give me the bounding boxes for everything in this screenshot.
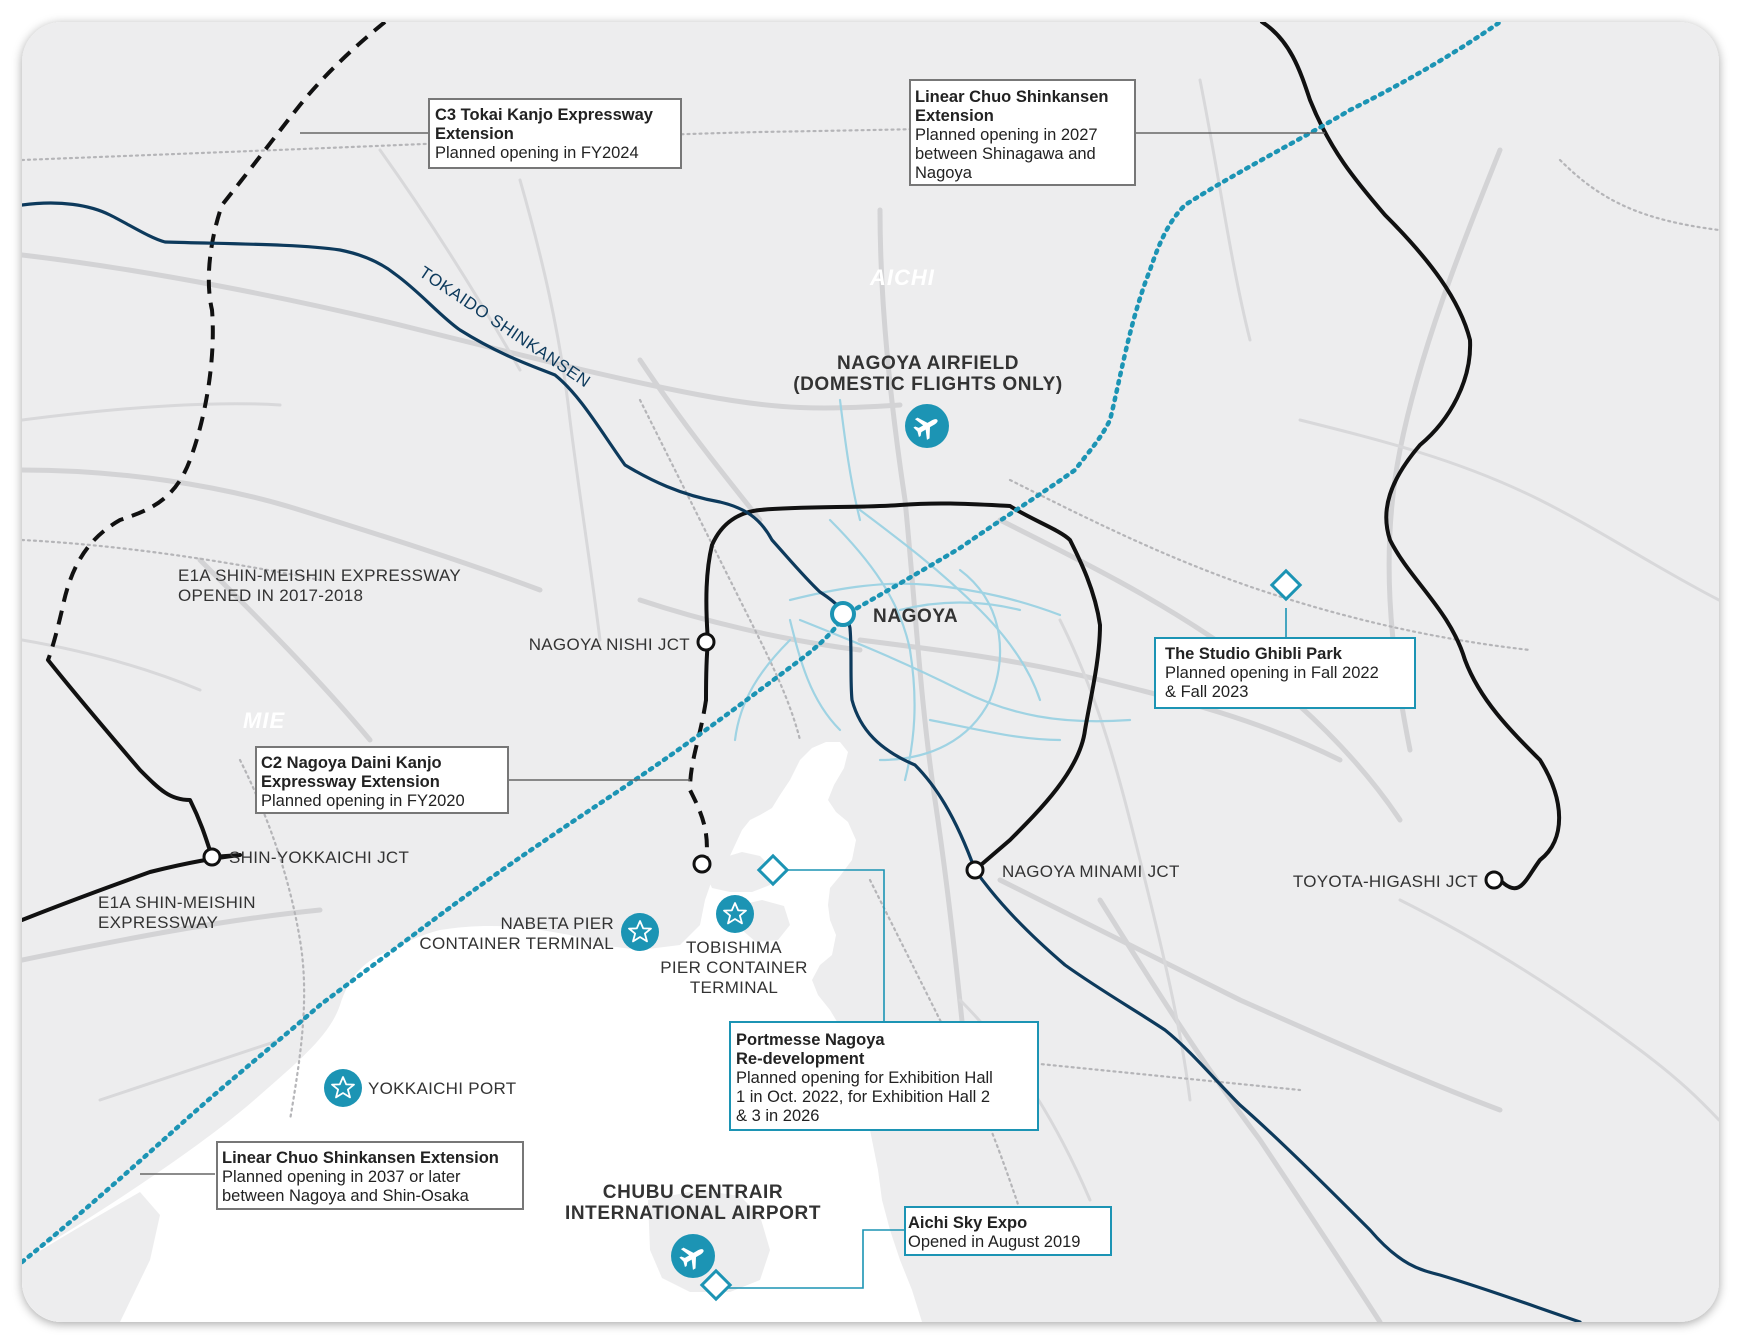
- callout-title: C2 Nagoya Daini Kanjo: [261, 754, 442, 772]
- c2-extension: [688, 699, 709, 861]
- callout-text: Planned opening in Fall 2022: [1165, 664, 1379, 682]
- tomei-expressway: [1260, 22, 1562, 891]
- callout-leaders: [140, 132, 1325, 1289]
- callout-portmesse[interactable]: Portmesse Nagoya Re-development Planned …: [729, 1021, 1039, 1131]
- port-island: [704, 852, 772, 892]
- city-subway-lines: [733, 398, 1132, 782]
- callout-title: Extension: [435, 125, 514, 143]
- airplane-icon[interactable]: [671, 1234, 715, 1278]
- nabeta-label-line2: CONTAINER TERMINAL: [419, 934, 614, 953]
- callout-text: 1 in Oct. 2022, for Exhibition Hall 2: [736, 1088, 990, 1106]
- diamond-markers: [699, 568, 1303, 1302]
- yokkaichi-port-label: YOKKAICHI PORT: [368, 1079, 516, 1098]
- nagoya-expressway-ring: [704, 501, 1102, 872]
- centrair-label-line2: INTERNATIONAL AIRPORT: [565, 1203, 821, 1224]
- e1a-opened-label-line2: OPENED IN 2017-2018: [178, 586, 363, 605]
- e1a-north-solid: [46, 658, 214, 859]
- nagoya-nishi-jct-marker[interactable]: [696, 632, 716, 652]
- junction-markers: [202, 632, 1504, 890]
- airfield-label-line2: (DOMESTIC FLIGHTS ONLY): [793, 374, 1063, 395]
- callout-text: between Shinagawa and: [915, 145, 1096, 163]
- shin-yokkaichi-jct-label: SHIN-YOKKAICHI JCT: [229, 848, 409, 867]
- callout-text: between Nagoya and Shin-Osaka: [222, 1187, 470, 1205]
- callout-sky-expo[interactable]: Aichi Sky Expo Opened in August 2019: [904, 1206, 1112, 1256]
- region-label-mie: MIE: [243, 708, 285, 733]
- callout-c2[interactable]: C2 Nagoya Daini Kanjo Expressway Extensi…: [255, 746, 509, 814]
- callout-title: Portmesse Nagoya: [736, 1031, 885, 1049]
- callout-c3[interactable]: C3 Tokai Kanjo Expressway Extension Plan…: [428, 98, 682, 169]
- toyota-higashi-jct-marker[interactable]: [1484, 870, 1504, 890]
- callout-text: & Fall 2023: [1165, 683, 1248, 701]
- region-label-aichi: AICHI: [869, 265, 935, 290]
- callout-title: Expressway Extension: [261, 773, 440, 791]
- callout-title: The Studio Ghibli Park: [1165, 645, 1343, 663]
- poi-icons: [324, 404, 949, 1278]
- callout-title: Extension: [915, 107, 994, 125]
- star-icon[interactable]: [324, 1069, 362, 1107]
- nagoya-minami-jct-marker[interactable]: [965, 860, 985, 880]
- e1a-opened-label-line1: E1A SHIN-MEISHIN EXPRESSWAY: [178, 566, 461, 585]
- callout-text: Planned opening in 2037 or later: [222, 1168, 461, 1186]
- airplane-icon[interactable]: [905, 404, 949, 448]
- diamond-marker-icon[interactable]: [1269, 568, 1303, 602]
- callout-linear-west[interactable]: Linear Chuo Shinkansen Extension Planned…: [216, 1141, 524, 1210]
- airfield-label-line1: NAGOYA AIRFIELD: [837, 353, 1019, 374]
- callout-ghibli[interactable]: The Studio Ghibli Park Planned opening i…: [1154, 637, 1416, 709]
- diamond-marker-icon[interactable]: [699, 1268, 733, 1302]
- place-labels: NAGOYA NAGOYA AIRFIELD (DOMESTIC FLIGHTS…: [98, 353, 1478, 1224]
- e1a-label-line2: EXPRESSWAY: [98, 913, 218, 932]
- nagoya-minami-jct-label: NAGOYA MINAMI JCT: [1002, 862, 1180, 881]
- shin-yokkaichi-jct-marker[interactable]: [202, 847, 222, 867]
- nabeta-label-line1: NABETA PIER: [500, 914, 614, 933]
- callout-text: Planned opening in FY2020: [261, 792, 465, 810]
- c2-end-jct-marker[interactable]: [692, 854, 712, 874]
- callout-title: Linear Chuo Shinkansen Extension: [222, 1149, 499, 1167]
- toyota-higashi-jct-label: TOYOTA-HIGASHI JCT: [1293, 872, 1478, 891]
- nagoya-nishi-jct-label: NAGOYA NISHI JCT: [529, 635, 690, 654]
- e1a-label-line1: E1A SHIN-MEISHIN: [98, 893, 256, 912]
- callout-title: Aichi Sky Expo: [908, 1214, 1027, 1232]
- expressway-network: [22, 22, 1562, 922]
- callout-title: Re-development: [736, 1050, 865, 1068]
- local-roads: [22, 78, 1719, 1202]
- callout-text: Planned opening in 2027: [915, 126, 1098, 144]
- diamond-marker-icon[interactable]: [756, 853, 790, 887]
- callout-text: Opened in August 2019: [908, 1233, 1080, 1251]
- c3-extension: [46, 22, 387, 661]
- tobishima-label-line2: PIER CONTAINER: [660, 958, 807, 977]
- callout-title: Linear Chuo Shinkansen: [915, 88, 1108, 106]
- callout-title: C3 Tokai Kanjo Expressway: [435, 106, 654, 124]
- tobishima-label-line3: TERMINAL: [690, 978, 778, 997]
- callout-text: Planned opening in FY2024: [435, 144, 639, 162]
- nagoya-label: NAGOYA: [873, 606, 958, 627]
- callout-text: & 3 in 2026: [736, 1107, 819, 1125]
- nagoya-station-marker[interactable]: [830, 601, 856, 627]
- west-shore-land: [22, 1192, 160, 1322]
- callout-linear-east[interactable]: Linear Chuo Shinkansen Extension Planned…: [909, 79, 1136, 186]
- planned-expressways: [46, 22, 709, 861]
- star-icon[interactable]: [621, 913, 659, 951]
- star-icon[interactable]: [716, 895, 754, 933]
- tobishima-label-line1: TOBISHIMA: [686, 938, 782, 957]
- centrair-label-line1: CHUBU CENTRAIR: [603, 1182, 783, 1203]
- callout-text: Nagoya: [915, 164, 973, 182]
- callout-text: Planned opening for Exhibition Hall: [736, 1069, 993, 1087]
